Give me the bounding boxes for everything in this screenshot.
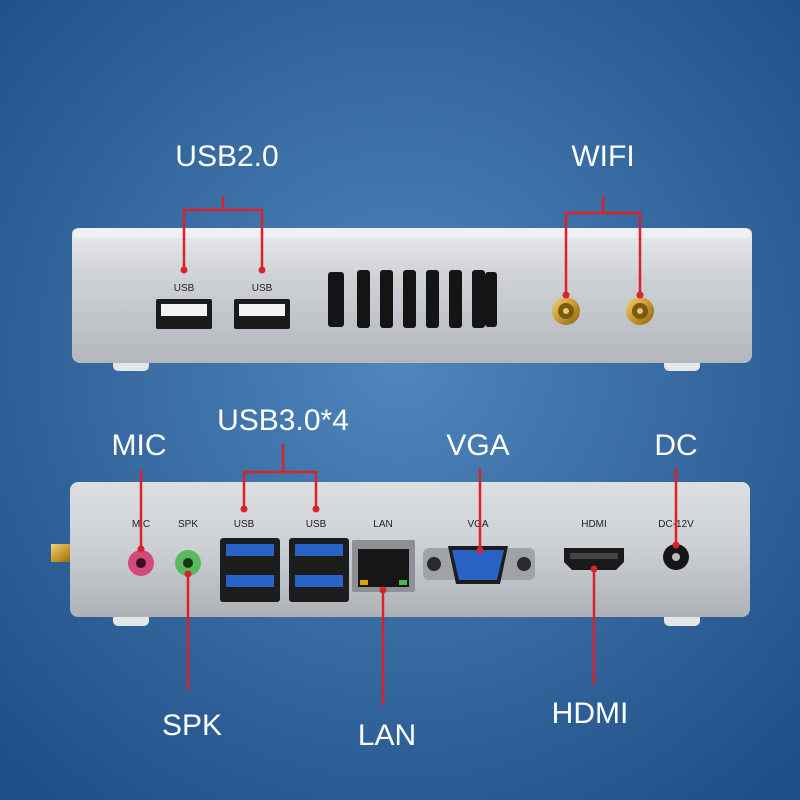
antenna-stub: [51, 544, 73, 562]
usb2-port-left: USB: [156, 283, 212, 329]
lan-port: [352, 540, 415, 592]
bottom-panel: MIC SPK USB USB LAN: [51, 404, 750, 752]
callout-usb3: USB3.0*4: [217, 404, 349, 437]
callout-spk: SPK: [162, 709, 222, 742]
port-label-usb: USB: [252, 283, 273, 294]
dc-jack: [663, 544, 689, 570]
bottom-callout-lines: [139, 444, 678, 705]
port-label-lan: LAN: [373, 519, 392, 530]
callout-wifi: WIFI: [571, 140, 634, 173]
callout-vga: VGA: [446, 429, 509, 462]
callout-usb2: USB2.0: [175, 140, 278, 173]
wifi-callout-lines: [564, 196, 642, 295]
callout-hdmi: HDMI: [552, 697, 629, 730]
usb3-port-stack-right: [289, 538, 349, 602]
vent-grille-icon: [328, 270, 497, 328]
vga-port-icon: [452, 550, 504, 580]
port-label-usb: USB: [174, 283, 195, 294]
usb2-callout-lines: [182, 196, 264, 268]
usb3-port-stack-left: [220, 538, 280, 602]
port-label-hdmi: HDMI: [581, 519, 607, 530]
spk-jack: [175, 550, 201, 576]
wifi-connector-right: [626, 297, 654, 325]
usb2-port-right: USB: [234, 283, 290, 329]
callout-dc: DC: [654, 429, 697, 462]
top-panel: USB USB: [72, 140, 752, 371]
port-label-usb-a: USB: [234, 519, 255, 530]
vga-port: [423, 546, 535, 584]
hdmi-port: [564, 548, 624, 570]
callout-mic: MIC: [112, 429, 167, 462]
port-label-vga: VGA: [467, 519, 488, 530]
port-label-spk: SPK: [178, 519, 198, 530]
mic-jack: [128, 550, 154, 576]
wifi-connector-left: [552, 297, 580, 325]
port-label-usb-b: USB: [306, 519, 327, 530]
callout-lan: LAN: [358, 719, 416, 752]
